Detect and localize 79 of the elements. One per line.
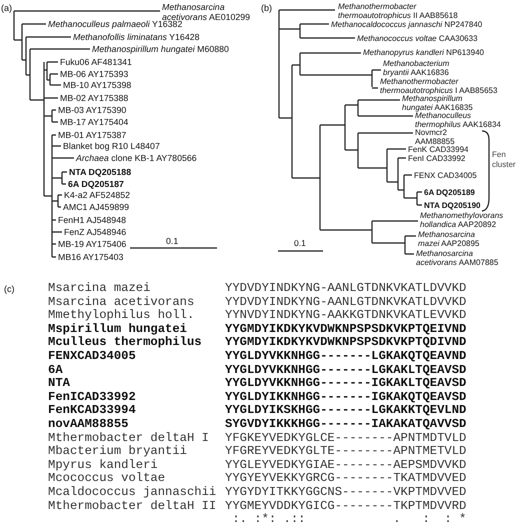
taxon-label: Methanospirillum hungatei M60880 xyxy=(92,44,229,54)
sequence-name: NTA xyxy=(48,377,70,390)
taxon-label: Fuku06 AF481341 xyxy=(60,57,132,67)
cluster-label: Fen cluster xyxy=(492,150,516,170)
panel-label: (a) xyxy=(1,3,12,13)
sequence-text: YYDVDYINDKYNG-AANLGTDNKVKATLDVVKD xyxy=(225,282,466,295)
taxon-label: MB-02 AY175388 xyxy=(60,93,128,103)
taxon-label: FENX CAD34005 xyxy=(414,171,477,180)
taxon-label: FenI CAD33992 xyxy=(408,154,466,163)
sequence-name: Mpyrus kandleri xyxy=(48,458,158,472)
sequence-name: Mthermobacter deltaH I xyxy=(48,432,209,445)
sequence-text: YYDVDYINDKYNG-AANLGTDNKVKATLDVVKD xyxy=(225,296,466,309)
taxon-label: Blanket bog R10 L48407 xyxy=(63,141,160,151)
sequence-text: YYGMDYIKDKYKVDWKNPSPSDKVKPTQEIVND xyxy=(225,322,466,336)
sequence-text: YYGYDYITKKYGGCNS-------VKPTMDVVED xyxy=(225,486,466,499)
sequence-name: Mbacterium bryantii xyxy=(48,445,187,458)
taxon-label: Methanobacterium bryantii AAK16836 xyxy=(383,60,450,77)
taxon-label: Methanothermobacter thermoautotrophicus I AAB85653 xyxy=(380,78,498,95)
sequence-name: novAAM88855 xyxy=(48,418,128,431)
taxon-label: AMC1 AJ459899 xyxy=(63,202,130,212)
panel-label: (b) xyxy=(261,3,272,13)
taxon-label: Methanocaldococcus jannaschi NP247840 xyxy=(331,20,482,29)
sequence-name: FENXCAD34005 xyxy=(48,350,136,363)
taxon-label: Methanofollis liminatans Y16428 xyxy=(73,32,200,42)
taxon-label: MB-03 AY175390 xyxy=(58,105,126,115)
taxon-label: Methanosarcina mazei AAP20895 xyxy=(418,231,480,248)
taxon-label: MB-10 AY175398 xyxy=(63,80,132,90)
sequence-name: 6A xyxy=(48,364,63,377)
sequence-text: YFGREYVEDKYGLTE--------APNTMETVLD xyxy=(225,445,466,458)
taxon-label: Methanosarcina acetivorans AAM07885 xyxy=(416,250,500,267)
panel-label: (c) xyxy=(4,284,14,294)
taxon-label: MB16 AY175403 xyxy=(58,252,124,262)
taxon-label: Archaea clone KB-1 AY780566 xyxy=(76,153,197,163)
taxon-label: Methanosarcina acetivorans AE010299 xyxy=(162,2,252,22)
taxon-label: Methanothermobacter thermoautotrophicus II AAB85618 xyxy=(338,3,459,20)
sequence-text: YYGMDYIKDKYKVDWKNPSPSDKVKPTQDIVND xyxy=(225,336,466,350)
taxon-label: Methanococcus voltae CAA30633 xyxy=(357,34,478,43)
sequence-name: Msarcina mazei xyxy=(48,282,150,295)
sequence-name: Mspirillum hungatei xyxy=(48,322,187,336)
taxon-label: MB-06 AY175393 xyxy=(60,69,128,79)
sequence-text: YYGLDYIKSKHGG-------LGKAKKTQEVLND xyxy=(225,404,466,418)
sequence-name: Mmethylophilus holl. xyxy=(48,309,194,322)
taxon-label: NTA DQ205188 xyxy=(69,167,132,177)
conservation-line: :. :*: .:: . : : * xyxy=(232,513,466,525)
scale-label: 0.1 xyxy=(294,238,306,248)
sequence-text: YFGKEYVEDKYGLCE--------APNTMDTVLD xyxy=(225,432,466,445)
sequence-text: SYGVDYIKKKHGG-------IAKAKATQAVVSD xyxy=(225,418,466,431)
sequence-text: YYGYEYVEKKYGRCG--------TKATMDVVED xyxy=(225,472,466,486)
taxon-label: FenK CAD33994 xyxy=(408,145,468,154)
taxon-label: MB-19 AY175406 xyxy=(58,239,126,249)
sequence-name: Msarcina acetivorans xyxy=(48,296,194,309)
taxon-label: Methanopyrus kandleri NP613940 xyxy=(363,48,484,57)
sequence-name: Mcaldococcus jannaschii xyxy=(48,486,216,499)
taxon-label: Methanomethylovorans hollandica AAP20892 xyxy=(420,212,504,229)
sequence-text: YYGLEYVEDKYGIAE--------AEPSMDVVKD xyxy=(225,458,466,472)
sequence-name: Mcococcus voltae xyxy=(48,472,166,486)
taxon-label: FenH1 AJ548948 xyxy=(58,215,126,225)
sequence-name: FenICAD33992 xyxy=(48,390,136,404)
taxon-label: 6A DQ205189 xyxy=(424,188,475,197)
taxon-label: 6A DQ205187 xyxy=(68,179,124,189)
sequence-text: YYGLDYVKKNHGG-------LGKAKLTQEAVSD xyxy=(225,364,466,377)
sequence-text: YYGMEYVDDKYGICG--------TKPTMDVVRD xyxy=(225,500,466,513)
sequence-text: YYNVDYINDKYNG-AAKKGTDNKVKATLEVVKD xyxy=(225,309,466,322)
scale-label: 0.1 xyxy=(166,236,178,246)
sequence-name: FenKCAD33994 xyxy=(48,404,136,418)
sequence-name: Mculleus thermophilus xyxy=(48,336,202,350)
taxon-label: Methanospirillum hungatei AAK16835 xyxy=(402,95,474,112)
sequence-text: YYGLDYVKKNHGG-------IGKAKLTQEAVSD xyxy=(225,377,466,390)
taxon-label: FenZ AJ548946 xyxy=(64,227,126,237)
taxon-label: MB-17 AY175404 xyxy=(60,117,128,127)
taxon-label: Novmcr2 AAM88855 xyxy=(415,129,455,146)
taxon-label: Methanoculleus thermophilus AAK16834 xyxy=(415,112,502,129)
sequence-text: YYGLDYVKKNHGG-------LGKAKQTQEAVND xyxy=(225,350,466,363)
sequence-text: YYGLDYIKKNHGG-------IGKAKQTQEAVSD xyxy=(225,390,466,404)
taxon-label: NTA DQ205190 xyxy=(424,201,480,210)
taxon-label: K4-a2 AF524852 xyxy=(64,190,130,200)
taxon-label: Methanoculleus palmaeoli Y16382 xyxy=(48,19,182,29)
taxon-label: MB-01 AY175387 xyxy=(58,130,126,140)
sequence-name: Mthermobacter deltaH II xyxy=(48,500,216,513)
